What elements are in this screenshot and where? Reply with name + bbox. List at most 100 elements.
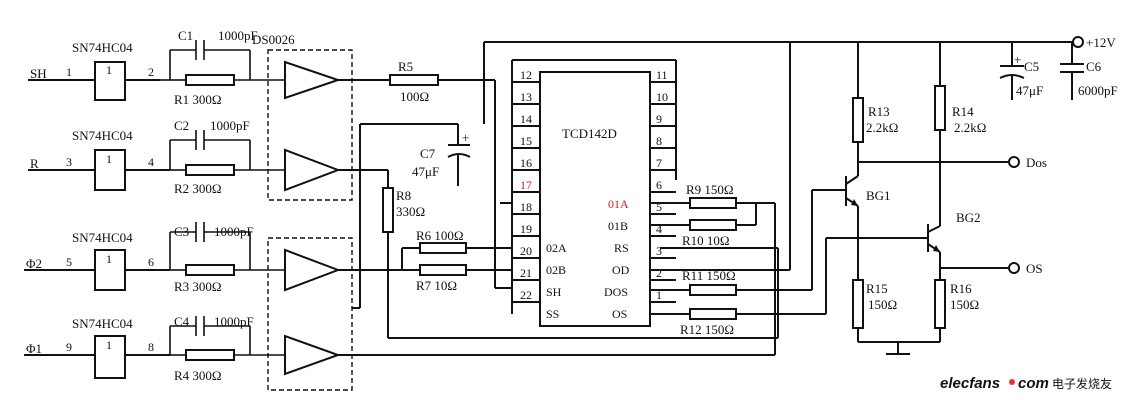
transistor-bg1	[838, 175, 859, 280]
ic-left-pin-number: 22	[520, 288, 532, 302]
resistor-r13	[852, 97, 864, 143]
ic-left-label-02b: 02B	[546, 263, 566, 277]
ic-right-pin-number: 1	[656, 288, 662, 302]
rc-network-3	[169, 222, 285, 276]
capacitor-c3-value: 1000pF	[214, 224, 254, 239]
resistor-r16	[934, 279, 946, 329]
resistor-r1	[185, 74, 235, 86]
ic-right-pin-number: 11	[656, 68, 668, 82]
resistor-r13-name: R13	[868, 104, 890, 119]
ic-right-label-os: OS	[612, 307, 627, 321]
capacitor-c3-name: C3	[174, 224, 189, 239]
capacitor-c4-name: C4	[174, 314, 190, 329]
output-os-terminal	[1008, 262, 1020, 274]
inverter-1-name: SN74HC04	[72, 40, 133, 55]
inverter-4-name: SN74HC04	[72, 316, 133, 331]
inverter-2-pin-out: 4	[148, 155, 154, 169]
output-os-label: OS	[1026, 261, 1043, 276]
capacitor-c5-plus: +	[1014, 52, 1021, 67]
resistor-r9	[689, 197, 737, 209]
ic-right-pin-number: 2	[656, 266, 662, 280]
resistor-r13-value: 2.2kΩ	[866, 120, 898, 135]
ic-left-pin-number: 12	[520, 68, 532, 82]
resistor-r15-name: R15	[866, 281, 888, 296]
ic-right-pin-number: 5	[656, 200, 662, 214]
resistor-r7-label: R7 10Ω	[416, 278, 457, 293]
ic-right-pin-number: 4	[656, 222, 662, 236]
ic-right-pin-number: 10	[656, 90, 668, 104]
watermark-cn: 电子发烧友	[1052, 376, 1112, 391]
inverter-2-name: SN74HC04	[72, 128, 133, 143]
inverter-3-name: SN74HC04	[72, 230, 133, 245]
driver-package-upper	[267, 49, 353, 201]
resistor-r5-name: R5	[398, 59, 413, 74]
transistor-bg1-label: BG1	[866, 188, 891, 203]
resistor-r14-value: 2.2kΩ	[954, 120, 986, 135]
svg-text:1: 1	[106, 63, 112, 77]
resistor-r10	[689, 219, 737, 231]
resistor-r3	[185, 264, 235, 276]
resistor-r8	[382, 187, 394, 233]
signal-phi1-label: Φ1	[26, 341, 42, 356]
ic-left-pin-number: 16	[520, 156, 532, 170]
ic-right-label-od: OD	[612, 263, 630, 277]
resistor-r4	[185, 349, 235, 361]
output-dos-label: Dos	[1026, 155, 1047, 170]
ic-right-label-rs: RS	[614, 241, 629, 255]
resistor-r15	[852, 279, 864, 329]
capacitor-c5-value: 47μF	[1016, 83, 1043, 98]
resistor-r14-name: R14	[952, 104, 974, 119]
capacitor-c5-plate-bottom	[999, 74, 1025, 79]
inverter-3-pin-out: 6	[148, 255, 154, 269]
ic-left-pin-number: 18	[520, 200, 532, 214]
inverter-4: SN74HC04 1	[72, 316, 170, 379]
ic-left-label-sh: SH	[546, 285, 562, 299]
signal-phi2-label: Φ2	[26, 256, 42, 271]
inverter-3-pin-in: 5	[66, 255, 72, 269]
ic-right-label-01a: 01A	[608, 197, 629, 211]
driver-buffer-1	[284, 60, 342, 100]
capacitor-c1-value: 1000pF	[218, 28, 258, 43]
resistor-r16-name: R16	[950, 281, 972, 296]
resistor-r4-label: R4 300Ω	[174, 368, 222, 383]
capacitor-c6-value: 6000pF	[1078, 83, 1118, 98]
svg-text:1: 1	[106, 252, 112, 266]
resistor-r12-label: R12 150Ω	[680, 322, 734, 337]
inverter-4-pin-in: 9	[66, 340, 72, 354]
inverter-2: SN74HC04 1	[72, 128, 170, 191]
supply-label: +12V	[1086, 35, 1116, 50]
resistor-r7	[419, 264, 467, 276]
watermark-domain: com	[1018, 375, 1049, 392]
resistor-r9-label: R9 150Ω	[686, 182, 734, 197]
ic-right-pin-number: 9	[656, 112, 662, 126]
inverter-1-pin-out: 2	[148, 65, 154, 79]
watermark: elecfans com 电子发烧友	[940, 375, 1112, 392]
transistor-bg2-label: BG2	[956, 210, 981, 225]
signal-r-label: R	[30, 156, 39, 171]
driver-buffer-3	[284, 248, 341, 292]
capacitor-c7-plate-bottom	[447, 153, 471, 158]
capacitor-c2-name: C2	[174, 118, 189, 133]
resistor-r15-value: 150Ω	[868, 297, 897, 312]
capacitor-c2-value: 1000pF	[210, 118, 250, 133]
driver-package-lower	[267, 237, 353, 391]
ic-right-pin-number: 8	[656, 134, 662, 148]
inverter-3: SN74HC04 1	[72, 230, 170, 291]
capacitor-c4-value: 1000pF	[214, 314, 254, 329]
ic-left-label-ss: SS	[546, 307, 559, 321]
resistor-r10-label: R10 10Ω	[682, 233, 730, 248]
driver-buffer-4	[284, 334, 341, 376]
resistor-r5-value: 100Ω	[400, 89, 429, 104]
ic-right-label-dos: DOS	[604, 285, 628, 299]
ic-left-pin-number: 14	[520, 112, 532, 126]
signal-sh-label: SH	[30, 66, 47, 81]
ic-left-label-02a: 02A	[546, 241, 567, 255]
ic-right-pin-number: 7	[656, 156, 662, 170]
resistor-r6	[419, 242, 467, 254]
svg-text:1: 1	[106, 152, 112, 166]
resistor-r2	[185, 164, 235, 176]
capacitor-c7-plus: +	[462, 130, 469, 145]
